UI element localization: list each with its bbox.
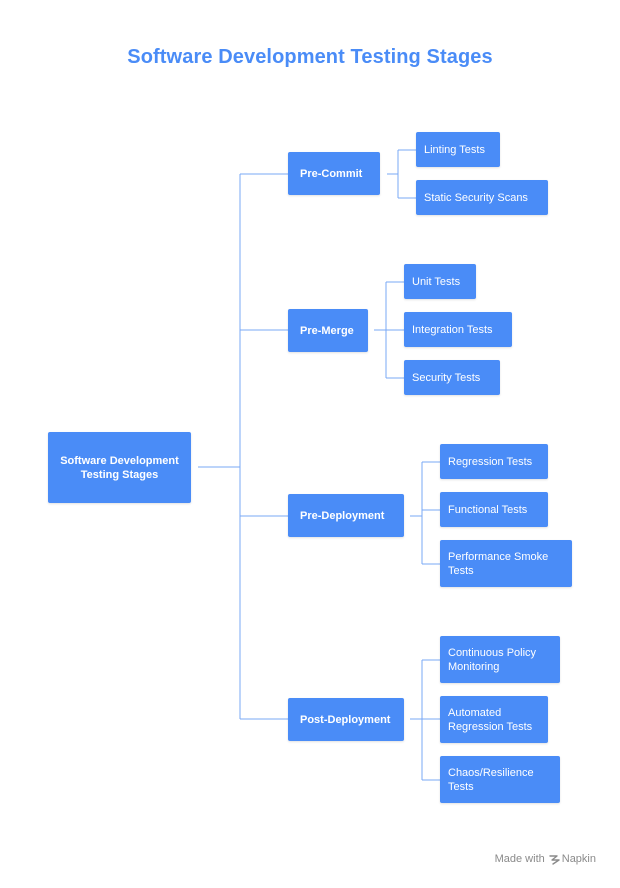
test-performance-smoke: Performance Smoke Tests (440, 540, 572, 587)
test-chaos-resilience: Chaos/Resilience Tests (440, 756, 560, 803)
test-integration: Integration Tests (404, 312, 512, 347)
test-regression: Regression Tests (440, 444, 548, 479)
stage-post-deployment: Post-Deployment (288, 698, 404, 741)
test-linting: Linting Tests (416, 132, 500, 167)
napkin-brand: Napkin (549, 853, 596, 865)
stage-pre-merge: Pre-Merge (288, 309, 368, 352)
test-unit: Unit Tests (404, 264, 476, 299)
made-with-napkin: Made with Napkin (495, 853, 596, 865)
test-static-security-scans: Static Security Scans (416, 180, 548, 215)
test-security: Security Tests (404, 360, 500, 395)
stage-pre-deployment: Pre-Deployment (288, 494, 404, 537)
root-node: Software Development Testing Stages (48, 432, 191, 503)
stage-pre-commit: Pre-Commit (288, 152, 380, 195)
diagram-title: Software Development Testing Stages (127, 46, 493, 68)
test-functional: Functional Tests (440, 492, 548, 527)
napkin-label: Napkin (561, 853, 596, 865)
test-continuous-policy-monitoring: Continuous Policy Monitoring (440, 636, 560, 683)
made-with-label: Made with (494, 853, 545, 865)
napkin-logo-icon (549, 854, 560, 865)
test-automated-regression: Automated Regression Tests (440, 696, 548, 743)
